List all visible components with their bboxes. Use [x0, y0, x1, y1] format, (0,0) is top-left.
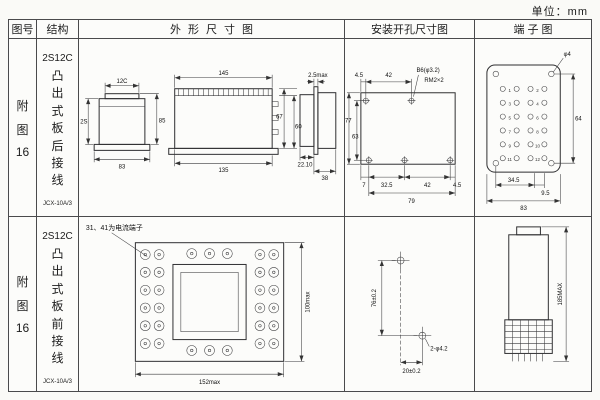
structure-part-no: JCX-10A/3 — [42, 200, 72, 207]
dim-83: 83 — [119, 164, 126, 170]
dim-20: 20±0.2 — [402, 369, 420, 375]
terminal-view: φ4 1 2 3 4 5 6 7 8 9 10 11 12 — [486, 52, 582, 212]
dim-76: 76±0.2 — [372, 289, 378, 307]
dim-phi4: φ4 — [564, 52, 572, 58]
row2-outline-cell: 31、41为电流端子 — [79, 217, 345, 391]
terminal-number: 5 — [508, 116, 511, 121]
terminal-number: 11 — [507, 157, 512, 162]
terminal-number: 2 — [536, 88, 539, 93]
dim-83-terminal: 83 — [520, 206, 527, 212]
header-terminal: 端子图 — [475, 20, 591, 39]
terminal-number: 4 — [536, 102, 539, 107]
row1-outline-drawing: 12C 2S 85 83 — [80, 71, 337, 182]
terminal-number: 3 — [508, 102, 511, 107]
dim-145: 145 — [218, 71, 229, 77]
dim-panel-thickness: 2.5max — [308, 73, 328, 79]
terminal-number: 1 — [508, 88, 511, 93]
dim-2s: 2S — [80, 120, 87, 126]
fig-char: 图 — [16, 299, 29, 313]
row1-outline-cell: 12C 2S 85 83 — [79, 39, 345, 217]
spec-table: 图号 结构 外形尺寸图 安装开孔尺寸图 端子图 附 图 16 2S12C 凸出式… — [8, 19, 592, 392]
terminal-number: 7 — [508, 129, 511, 134]
row1-fig-no: 附 图 16 — [9, 39, 37, 217]
structure-model: 2S12C — [42, 53, 73, 64]
header-fig-no: 图号 — [9, 20, 37, 39]
terminal-number: 9 — [508, 143, 511, 148]
row1-mounting-drawing: 4.5 42 B6(φ3.2) RM2×2 77 63 — [345, 68, 462, 205]
dim-152max: 152max — [199, 380, 220, 386]
terminal-number: 10 — [535, 143, 540, 148]
dim-64: 64 — [575, 117, 582, 123]
row2-terminal-drawing: 185MAX — [504, 226, 570, 362]
dim-2210: 22.10 — [298, 162, 314, 168]
structure-model: 2S12C — [42, 231, 73, 242]
structure-part-no: JCX-10A/3 — [42, 378, 72, 385]
header-structure: 结构 — [37, 20, 79, 39]
dim-345: 34.5 — [508, 178, 520, 184]
dim-42-top: 42 — [385, 73, 392, 79]
row1-structure: 2S12C 凸出式板后接线 JCX-10A/3 — [37, 39, 79, 217]
header-outline: 外形尺寸图 — [79, 20, 345, 39]
dim-185max: 185MAX — [558, 283, 564, 306]
dim-38: 38 — [322, 176, 329, 182]
dim-60: 60 — [295, 124, 302, 130]
fig-char: 16 — [15, 321, 30, 335]
dim-45-top: 4.5 — [355, 73, 364, 79]
fig-char: 附 — [16, 98, 29, 113]
row1-terminal-drawing: φ4 1 2 3 4 5 6 7 8 9 10 11 12 — [486, 52, 582, 212]
row2-fig-no: 附 图 16 — [9, 217, 37, 391]
row2-structure: 2S12C 凸出式板前接线 JCX-10A/3 — [37, 217, 79, 391]
row2-outline-drawing: 31、41为电流端子 — [86, 223, 311, 386]
dim-325: 32.5 — [381, 183, 393, 189]
structure-type: 凸出式板前接线 — [51, 247, 64, 366]
fig-char: 附 — [16, 275, 29, 289]
dim-7: 7 — [362, 183, 365, 189]
structure-type: 凸出式板后接线 — [51, 69, 64, 188]
row2-mounting-drawing: 76±0.2 2-φ4.2 20±0.2 — [372, 251, 448, 375]
dim-100max: 100max — [305, 291, 311, 312]
hole-callout: 2-φ4.2 — [430, 346, 447, 352]
terminal-number: 6 — [536, 116, 539, 121]
row1-terminal-cell: φ4 1 2 3 4 5 6 7 8 9 10 11 12 — [475, 39, 591, 217]
dim-42-bottom: 42 — [424, 183, 431, 189]
side-profile-view: 185MAX — [504, 226, 570, 362]
row1-mounting-cell: 4.5 42 B6(φ3.2) RM2×2 77 63 — [345, 39, 475, 217]
terminal-number: 12 — [535, 157, 540, 162]
dim-45-bottom: 4.5 — [453, 183, 462, 189]
row2-terminal-cell: 185MAX — [475, 217, 591, 391]
unit-label: 单位：mm — [531, 6, 588, 18]
dim-79: 79 — [408, 199, 415, 205]
side-view: 145 67 60 135 — [168, 71, 302, 174]
front-view: 12C 2S 85 83 — [80, 79, 166, 171]
dim-95: 9.5 — [541, 191, 550, 197]
row2-mounting-cell: 76±0.2 2-φ4.2 20±0.2 — [345, 217, 475, 391]
thread-note-rm2: RM2×2 — [424, 78, 443, 84]
front-wiring-view: 31、41为电流端子 — [86, 223, 311, 386]
front-mounting-view: 76±0.2 2-φ4.2 20±0.2 — [372, 251, 448, 375]
dim-63: 63 — [352, 134, 359, 140]
terminal-number: 8 — [536, 129, 539, 134]
dim-77: 77 — [345, 119, 352, 125]
header-mounting: 安装开孔尺寸图 — [345, 20, 475, 39]
dim-67: 67 — [276, 115, 283, 121]
fig-char: 图 — [16, 122, 29, 137]
dim-85: 85 — [159, 119, 166, 125]
panel-section-view: 2.5max 22.10 38 — [298, 73, 337, 182]
dim-12c: 12C — [117, 79, 129, 85]
dim-135: 135 — [218, 168, 229, 174]
current-terminal-note: 31、41为电流端子 — [86, 223, 143, 232]
thread-note-b6: B6(φ3.2) — [416, 68, 439, 74]
mounting-hole-view: 4.5 42 B6(φ3.2) RM2×2 77 63 — [345, 68, 462, 205]
fig-char: 16 — [15, 144, 30, 159]
